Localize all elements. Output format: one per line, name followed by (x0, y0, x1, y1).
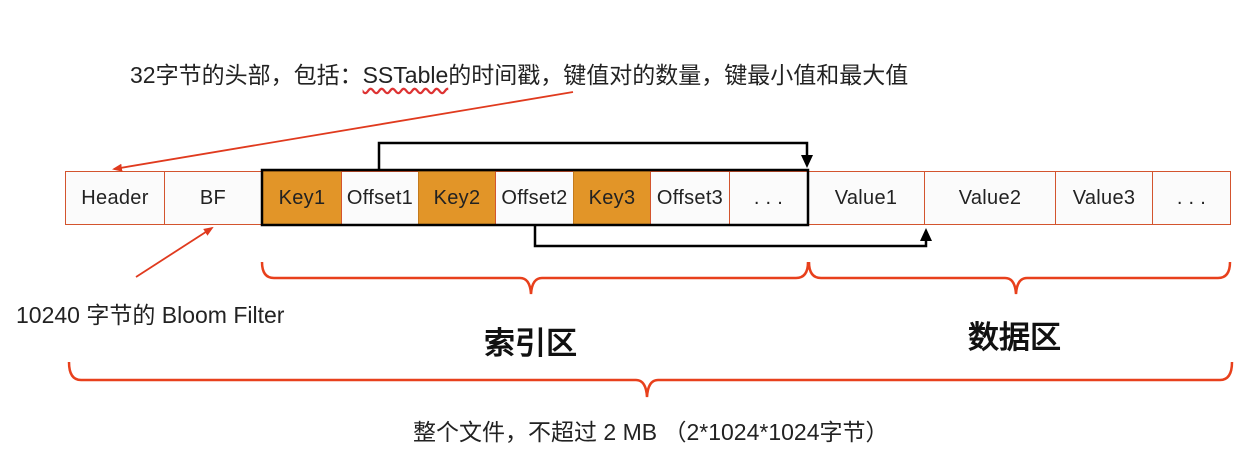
header-description-sstable: SSTable (362, 62, 449, 88)
cell-value2: Value2 (924, 171, 1056, 225)
pointer-arrow-to-value1 (377, 141, 809, 170)
whole-file-brace (67, 361, 1234, 398)
file-size-description: 整个文件，不超过 2 MB （2*1024*1024字节） (413, 419, 889, 445)
index-region-outline (260, 168, 810, 227)
cell-value3: Value3 (1055, 171, 1153, 225)
cell-value1: Value1 (807, 171, 925, 225)
cell-data-ellipsis: . . . (1152, 171, 1231, 225)
cell-offset3: Offset3 (650, 171, 730, 225)
cell-offset2: Offset2 (495, 171, 574, 225)
index-region-label: 索引区 (484, 326, 577, 361)
header-description-prefix: 32字节的头部，包括： (130, 62, 363, 88)
data-region-brace (807, 261, 1232, 295)
pointer-arrow-to-value2 (533, 225, 928, 248)
header-note-arrow (112, 91, 574, 172)
header-description-suffix: 的时间戳，键值对的数量，键最小值和最大值 (448, 62, 909, 88)
cell-offset1: Offset1 (341, 171, 419, 225)
cell-key2: Key2 (418, 171, 496, 225)
cell-key1: Key1 (262, 171, 342, 225)
bloom-filter-description: 10240 字节的 Bloom Filter (16, 302, 285, 328)
index-region-brace (260, 261, 810, 295)
pointer-arrow-head-bottom (920, 228, 932, 241)
bloom-note-arrow (135, 226, 214, 278)
cell-key3: Key3 (573, 171, 651, 225)
pointer-arrow-head-top (801, 155, 813, 168)
data-region-label: 数据区 (968, 320, 1061, 355)
header-description: 32字节的头部，包括：SSTable的时间戳，键值对的数量，键最小值和最大值 (130, 56, 908, 90)
